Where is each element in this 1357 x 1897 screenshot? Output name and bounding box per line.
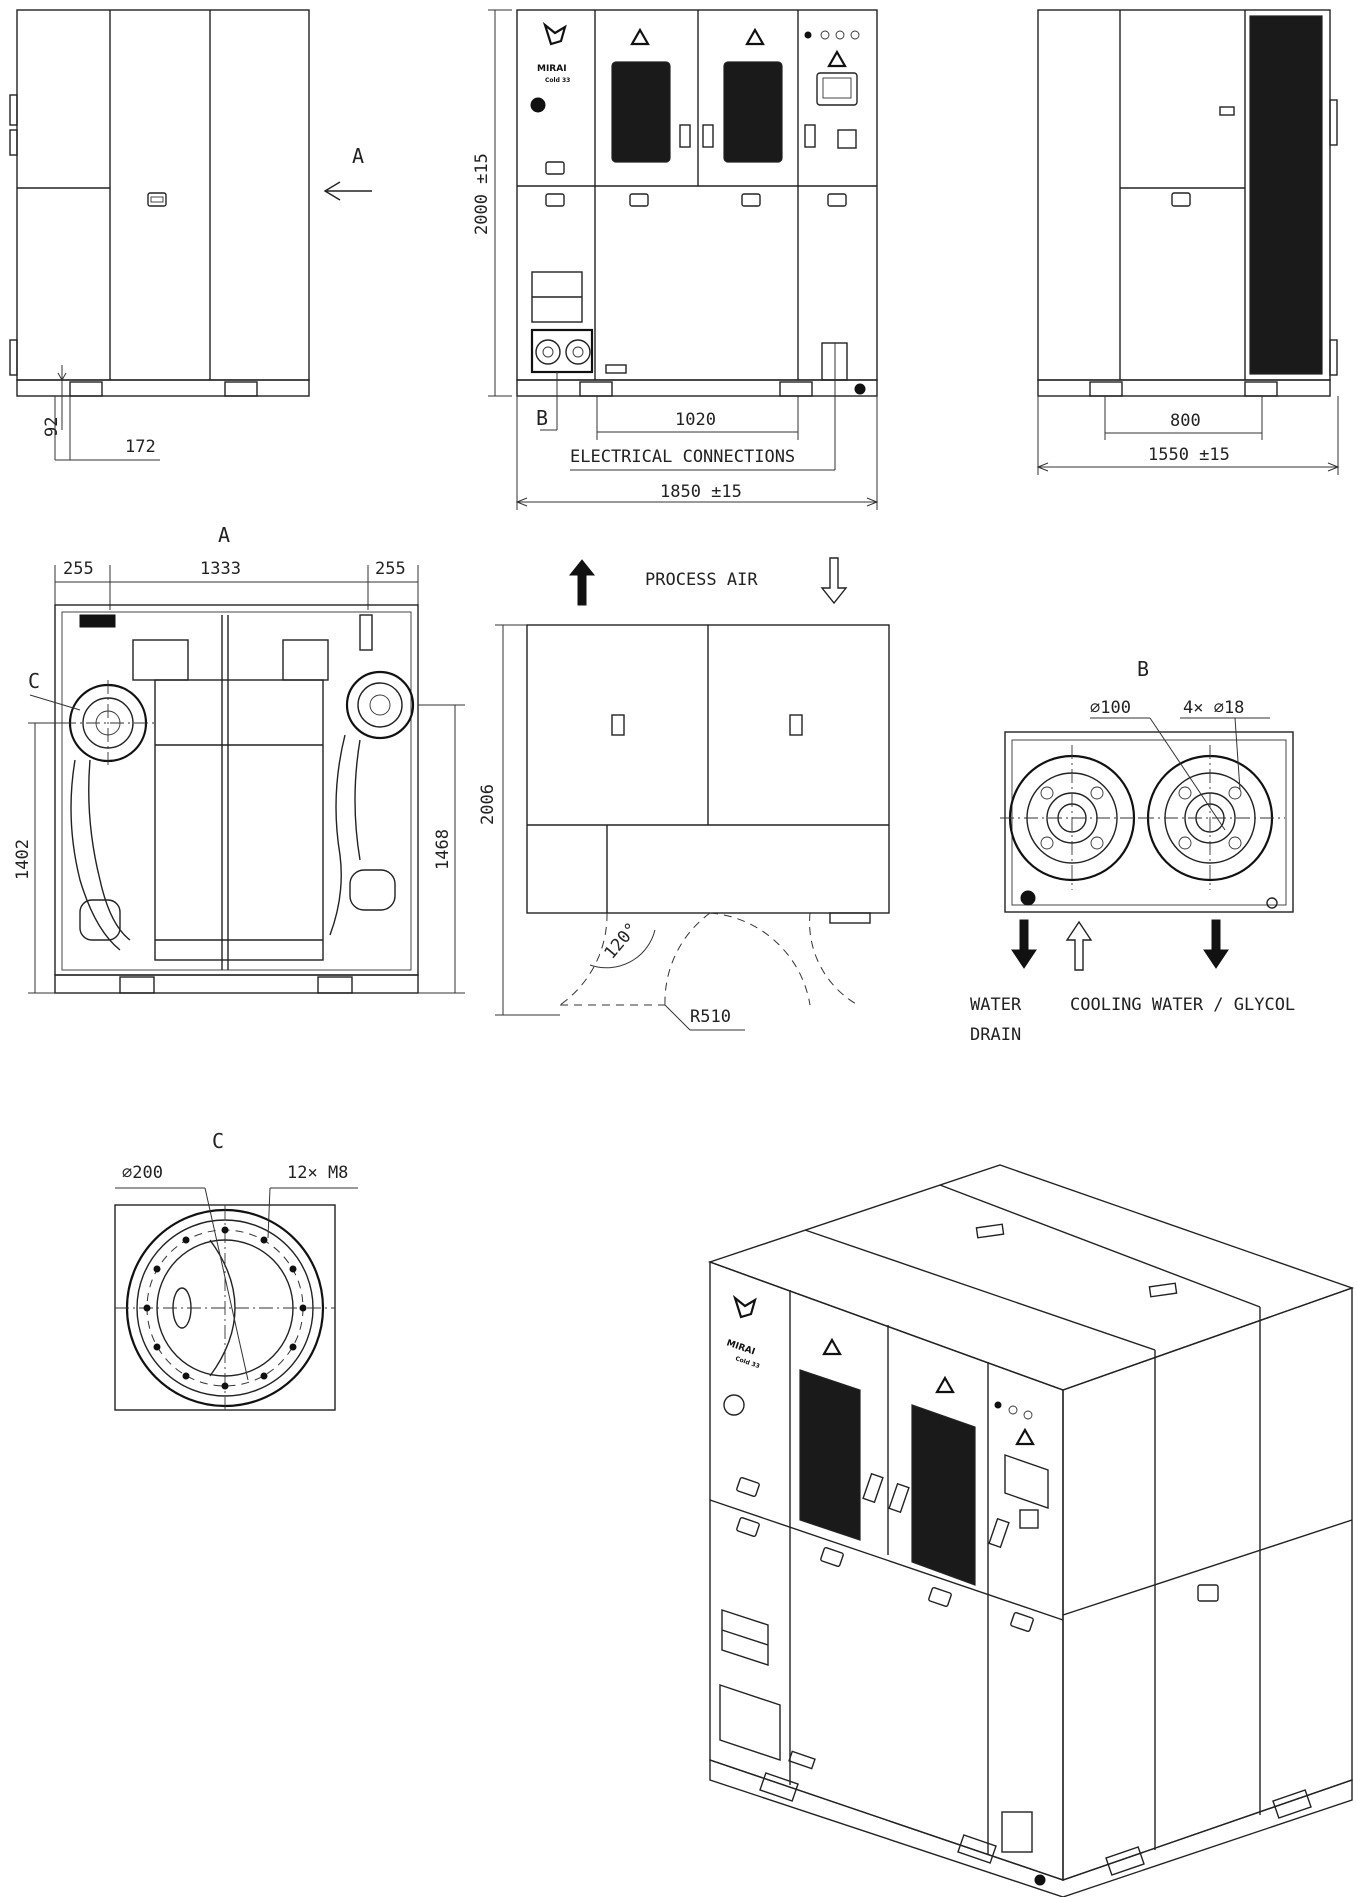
- warning-icon: [630, 27, 650, 46]
- angle-label: 120°: [601, 919, 643, 963]
- view-a-internal: A 255 1333 255 C: [13, 523, 465, 994]
- dim-1333: 1333: [200, 559, 241, 579]
- dim-92: 92: [42, 417, 62, 437]
- detail-c: C ⌀200 12× M8: [114, 1129, 358, 1411]
- dim-800: 800: [1170, 411, 1201, 431]
- detail-c-title: C: [212, 1129, 224, 1153]
- flange-left: [1000, 745, 1145, 890]
- dim-172: 172: [125, 437, 156, 457]
- front-view: MIRAI Cold 33: [472, 9, 879, 510]
- bolts-12xm8: 12× M8: [287, 1163, 348, 1183]
- view-a-arrow-label: A: [352, 144, 364, 168]
- water-drain-label-2: DRAIN: [970, 1025, 1021, 1045]
- cooling-in-arrow-icon: [1065, 920, 1093, 971]
- mirai-logo-iso: MIRAI Cold 33: [723, 1294, 761, 1416]
- detail-b: B ⌀100 4× ⌀18: [970, 657, 1295, 1045]
- detail-c-ref: C: [28, 669, 40, 693]
- electrical-connections-label: ELECTRICAL CONNECTIONS: [570, 447, 795, 467]
- dim-width-right: 1550 ±15: [1148, 445, 1230, 465]
- drain-arrow-icon: [1011, 919, 1037, 969]
- flange-right: [1140, 745, 1285, 890]
- svg-text:MIRAI: MIRAI: [725, 1338, 756, 1357]
- dia-4x18: 4× ⌀18: [1183, 698, 1244, 718]
- view-a-arrow: A: [323, 144, 372, 201]
- dim-255-left: 255: [63, 559, 94, 579]
- warning-icon: [822, 1337, 842, 1356]
- dim-1402: 1402: [13, 839, 33, 880]
- detail-b-ref: B: [536, 406, 548, 430]
- air-out-arrow-icon: [568, 559, 596, 606]
- bolt-holes: [143, 1226, 307, 1390]
- dim-width: 1850 ±15: [660, 482, 742, 502]
- mirai-logo: MIRAI Cold 33: [530, 21, 570, 113]
- water-drain-label-1: WATER: [970, 995, 1022, 1015]
- detail-b-title: B: [1137, 657, 1149, 681]
- isometric-view: MIRAI Cold 33: [707, 1164, 1355, 1897]
- svg-text:Cold 33: Cold 33: [545, 77, 570, 84]
- svg-text:Cold 33: Cold 33: [734, 1355, 760, 1370]
- process-air-label: PROCESS AIR: [645, 570, 758, 590]
- dim-255-right: 255: [375, 559, 406, 579]
- warning-icon: [935, 1375, 955, 1394]
- view-a-title: A: [218, 523, 230, 547]
- plan-view: PROCESS AIR 120° R510 2006: [478, 557, 890, 1031]
- warning-icon: [745, 27, 765, 46]
- dia-200: ⌀200: [122, 1163, 163, 1183]
- side-view-right: 800 1550 ±15: [1036, 9, 1340, 475]
- dim-1468: 1468: [433, 829, 453, 870]
- warning-icon: [827, 49, 847, 68]
- dim-1020: 1020: [675, 410, 716, 430]
- warning-icon: [1015, 1427, 1035, 1446]
- side-view-left: A 92 172: [9, 9, 372, 461]
- dia-100: ⌀100: [1090, 698, 1131, 718]
- radius-label: R510: [690, 1007, 731, 1027]
- svg-text:MIRAI: MIRAI: [537, 64, 567, 74]
- dim-height: 2000 ±15: [472, 153, 492, 235]
- air-in-arrow-icon: [820, 557, 848, 605]
- cooling-water-label: COOLING WATER / GLYCOL: [1070, 995, 1295, 1015]
- dim-2006: 2006: [478, 784, 498, 825]
- cooling-out-arrow-icon: [1203, 919, 1229, 969]
